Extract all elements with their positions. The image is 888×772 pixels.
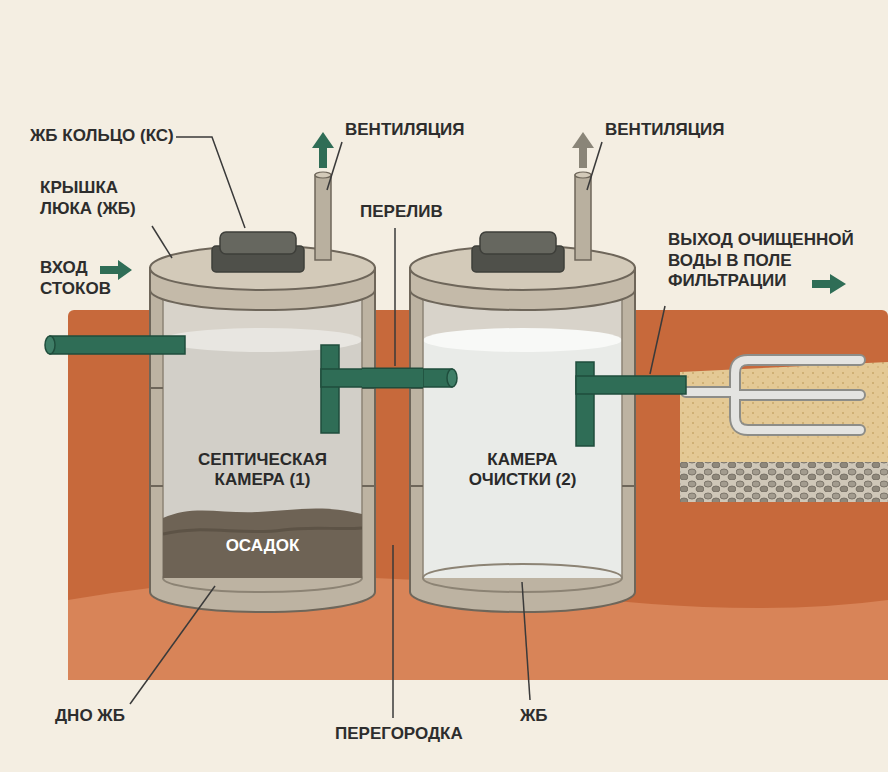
septic-chamber: ОСАДОК СЕПТИЧЕСКАЯ КАМЕРА (1): [163, 332, 362, 578]
sediment-wave: [163, 528, 362, 534]
cleaning-chamber: КАМЕРА ОЧИСТКИ (2): [423, 332, 622, 578]
concrete-label: ЖБ: [520, 706, 560, 727]
ring-label: ЖБ КОЛЬЦО (КС): [30, 126, 180, 147]
outlet-label: ВЫХОД ОЧИЩЕННОЙ ВОДЫ В ПОЛЕ ФИЛЬТРАЦИИ: [668, 230, 868, 292]
chamber-text: КАМЕРА ОЧИСТКИ (2): [423, 450, 622, 491]
vent-label: ВЕНТИЛЯЦИЯ: [605, 120, 735, 141]
chamber-text: ОСАДОК: [163, 536, 362, 556]
overflow-label: ПЕРЕЛИВ: [360, 202, 460, 223]
partition-label: ПЕРЕГОРОДКА: [335, 724, 495, 745]
pipe-outline: [362, 368, 423, 389]
gravel-bed: [680, 462, 888, 502]
chamber-text: СЕПТИЧЕСКАЯ КАМЕРА (1): [163, 450, 362, 491]
septic-chamber-ring: [150, 172, 375, 612]
ground: [68, 310, 888, 680]
bottom-label: ДНО ЖБ: [55, 706, 145, 727]
pipe-body: [362, 369, 423, 387]
lid-label: КРЫШКА ЛЮКА (ЖБ): [40, 178, 150, 219]
vent-label: ВЕНТИЛЯЦИЯ: [345, 120, 475, 141]
drain-pipe: [686, 360, 860, 430]
sediment-fill: [163, 508, 362, 578]
sand-bed: [680, 362, 888, 462]
sediment-layer: ОСАДОК: [163, 504, 362, 578]
overflow-pipe: [362, 378, 423, 379]
pipes: [45, 336, 686, 446]
leader-lines: [130, 137, 665, 718]
inlet-label: ВХОД СТОКОВ: [40, 258, 120, 299]
